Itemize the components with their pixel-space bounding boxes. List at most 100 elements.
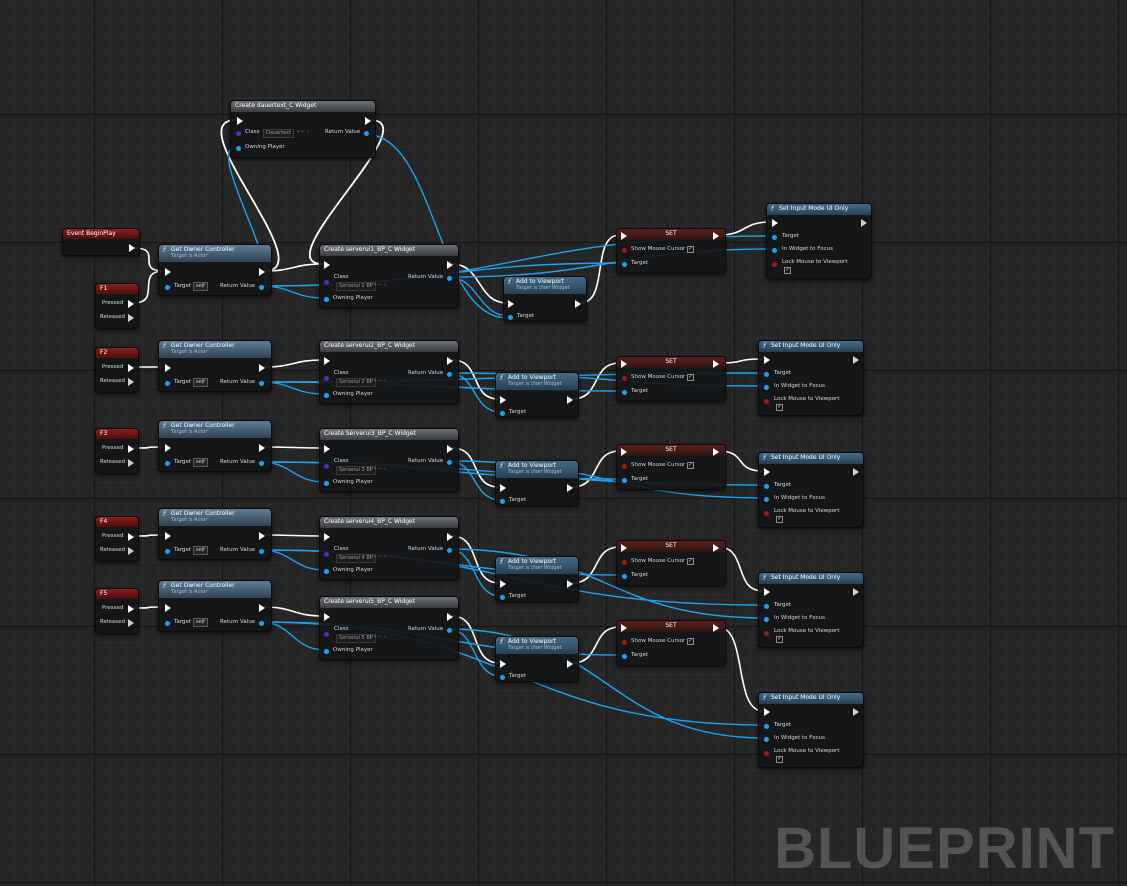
target-pin[interactable] <box>764 604 769 609</box>
exec-out[interactable] <box>853 468 859 476</box>
target-pin[interactable] <box>622 574 627 579</box>
class-pin[interactable] <box>236 131 241 136</box>
exec-in[interactable] <box>165 604 171 612</box>
event-beginplay-node[interactable]: Event BeginPlay <box>62 228 140 256</box>
class-pin[interactable] <box>324 280 329 285</box>
exec-out[interactable] <box>259 532 265 540</box>
target-pin[interactable] <box>764 372 769 377</box>
exec-in[interactable] <box>500 660 506 668</box>
owning-player-pin[interactable] <box>324 297 329 302</box>
class-dropdown[interactable]: Serverui 1 BP <box>336 282 376 291</box>
exec-in[interactable] <box>772 219 778 227</box>
exec-in[interactable] <box>621 448 627 456</box>
lock-mouse-pin[interactable] <box>772 262 777 267</box>
target-pin[interactable] <box>764 724 769 729</box>
exec-out[interactable] <box>713 360 719 368</box>
exec-out[interactable] <box>567 484 573 492</box>
exec-in[interactable] <box>165 444 171 452</box>
exec-out[interactable] <box>853 588 859 596</box>
return-value-pin[interactable] <box>259 549 264 554</box>
lock-mouse-pin[interactable] <box>764 511 769 516</box>
owning-player-pin[interactable] <box>324 393 329 398</box>
lock-mouse-pin[interactable] <box>764 751 769 756</box>
released-exec-out[interactable] <box>128 314 134 322</box>
exec-out[interactable] <box>447 445 453 453</box>
exec-out[interactable] <box>259 364 265 372</box>
lock-mouse-checkbox[interactable]: ✓ <box>776 636 783 643</box>
class-pin[interactable] <box>324 632 329 637</box>
exec-in[interactable] <box>324 613 330 621</box>
target-pin[interactable] <box>165 381 170 386</box>
exec-out[interactable] <box>259 444 265 452</box>
exec-in[interactable] <box>764 468 770 476</box>
exec-out[interactable] <box>853 356 859 364</box>
target-pin[interactable] <box>165 549 170 554</box>
exec-out[interactable] <box>365 117 371 125</box>
exec-in[interactable] <box>621 360 627 368</box>
target-pin[interactable] <box>165 621 170 626</box>
exec-out[interactable] <box>861 219 867 227</box>
widget-to-focus-pin[interactable] <box>764 497 769 502</box>
exec-in[interactable] <box>165 532 171 540</box>
exec-out[interactable] <box>713 624 719 632</box>
target-pin[interactable] <box>622 654 627 659</box>
browse-icons[interactable]: ▾ ← ⌕ <box>374 378 387 384</box>
exec-out[interactable] <box>567 660 573 668</box>
released-exec-out[interactable] <box>128 619 134 627</box>
owning-player-pin[interactable] <box>236 146 241 151</box>
class-dropdown[interactable]: Serverui 4 BP <box>336 554 376 563</box>
exec-in[interactable] <box>764 356 770 364</box>
return-value-pin[interactable] <box>447 460 452 465</box>
show-cursor-checkbox[interactable]: ✓ <box>687 462 694 469</box>
browse-icons[interactable]: ▾ ← ⌕ <box>374 466 387 472</box>
target-pin[interactable] <box>165 285 170 290</box>
exec-in[interactable] <box>621 624 627 632</box>
exec-in[interactable] <box>500 484 506 492</box>
show-cursor-checkbox[interactable]: ✓ <box>687 246 694 253</box>
self-value[interactable]: self <box>193 282 208 291</box>
class-dropdown[interactable]: Dauertext <box>263 129 295 138</box>
pressed-exec-out[interactable] <box>128 533 134 541</box>
exec-out[interactable] <box>259 604 265 612</box>
widget-to-focus-pin[interactable] <box>764 385 769 390</box>
lock-mouse-pin[interactable] <box>764 631 769 636</box>
show-cursor-checkbox[interactable]: ✓ <box>687 558 694 565</box>
owning-player-pin[interactable] <box>324 649 329 654</box>
show-cursor-checkbox[interactable]: ✓ <box>687 374 694 381</box>
exec-out[interactable] <box>713 232 719 240</box>
show-cursor-pin[interactable] <box>622 248 627 253</box>
return-value-pin[interactable] <box>259 461 264 466</box>
return-value-pin[interactable] <box>447 276 452 281</box>
pressed-exec-out[interactable] <box>128 605 134 613</box>
exec-in[interactable] <box>324 357 330 365</box>
target-pin[interactable] <box>772 235 777 240</box>
target-pin[interactable] <box>500 499 505 504</box>
exec-out[interactable] <box>447 261 453 269</box>
class-pin[interactable] <box>324 552 329 557</box>
exec-in[interactable] <box>621 232 627 240</box>
exec-in[interactable] <box>764 588 770 596</box>
